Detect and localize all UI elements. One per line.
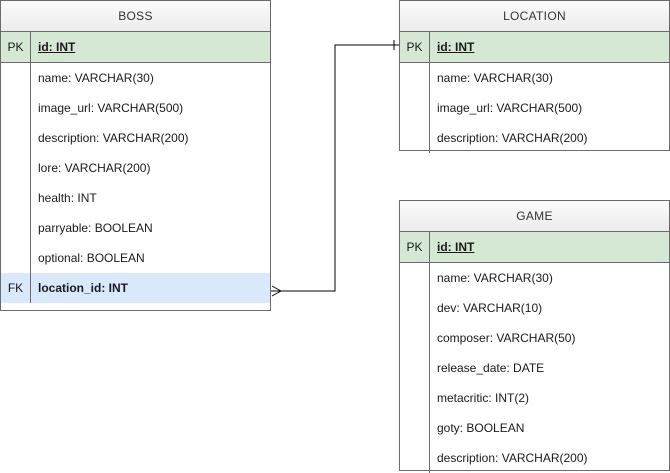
key-cell xyxy=(400,93,430,123)
entity-game[interactable]: GAME PK id: INT name: VARCHAR(30) dev: V… xyxy=(399,200,670,473)
key-cell xyxy=(1,93,31,123)
key-cell xyxy=(400,263,430,293)
attribute-row[interactable]: image_url: VARCHAR(500) xyxy=(1,93,270,123)
key-cell xyxy=(1,123,31,153)
attribute-label: name: VARCHAR(30) xyxy=(38,71,154,85)
fk-row-boss[interactable]: FK location_id: INT xyxy=(1,273,270,303)
fk-label: FK xyxy=(1,273,31,303)
pk-row-game[interactable]: PK id: INT xyxy=(400,232,669,263)
attribute-label: metacritic: INT(2) xyxy=(437,391,530,405)
attribute-label: description: VARCHAR(200) xyxy=(437,131,588,145)
entity-title-boss: BOSS xyxy=(1,1,270,32)
attribute-label: optional: BOOLEAN xyxy=(38,251,145,265)
attribute-row[interactable]: lore: VARCHAR(200) xyxy=(1,153,270,183)
key-cell xyxy=(400,323,430,353)
entity-location[interactable]: LOCATION PK id: INT name: VARCHAR(30) im… xyxy=(399,0,670,153)
attribute-row[interactable]: name: VARCHAR(30) xyxy=(1,63,270,93)
pk-label: PK xyxy=(1,32,31,62)
attribute-row[interactable]: dev: VARCHAR(10) xyxy=(400,293,669,323)
key-cell xyxy=(1,183,31,213)
attribute-row[interactable]: release_date: DATE xyxy=(400,353,669,383)
attribute-row[interactable]: optional: BOOLEAN xyxy=(1,243,270,273)
attribute-row[interactable]: parryable: BOOLEAN xyxy=(1,213,270,243)
key-cell xyxy=(400,383,430,413)
attribute-row[interactable]: composer: VARCHAR(50) xyxy=(400,323,669,353)
pk-row-boss[interactable]: PK id: INT xyxy=(1,32,270,63)
entity-boss[interactable]: BOSS PK id: INT name: VARCHAR(30) image_… xyxy=(0,0,271,311)
key-cell xyxy=(400,353,430,383)
crows-foot-many-icon xyxy=(271,285,282,297)
key-cell xyxy=(400,443,430,473)
attribute-row[interactable]: name: VARCHAR(30) xyxy=(400,63,669,93)
pk-attribute: id: INT xyxy=(437,240,475,254)
pk-row-location[interactable]: PK id: INT xyxy=(400,32,669,63)
key-cell xyxy=(1,243,31,273)
attribute-row[interactable]: metacritic: INT(2) xyxy=(400,383,669,413)
entity-title-game: GAME xyxy=(400,201,669,232)
attribute-row[interactable]: goty: BOOLEAN xyxy=(400,413,669,443)
attribute-label: goty: BOOLEAN xyxy=(437,421,525,435)
pk-label: PK xyxy=(400,232,430,262)
attribute-label: dev: VARCHAR(10) xyxy=(437,301,543,315)
connector-line[interactable] xyxy=(271,44,399,292)
attribute-label: name: VARCHAR(30) xyxy=(437,271,553,285)
key-cell xyxy=(1,63,31,93)
entity-title-location: LOCATION xyxy=(400,1,669,32)
attribute-row[interactable]: description: VARCHAR(200) xyxy=(400,123,669,153)
key-cell xyxy=(400,413,430,443)
attribute-label: description: VARCHAR(200) xyxy=(437,451,588,465)
key-cell xyxy=(400,123,430,153)
attribute-row[interactable]: name: VARCHAR(30) xyxy=(400,263,669,293)
pk-label: PK xyxy=(400,32,430,62)
attribute-label: parryable: BOOLEAN xyxy=(38,221,153,235)
attribute-label: health: INT xyxy=(38,191,97,205)
attribute-label: release_date: DATE xyxy=(437,361,545,375)
attribute-label: composer: VARCHAR(50) xyxy=(437,331,576,345)
attribute-row[interactable]: health: INT xyxy=(1,183,270,213)
pk-attribute: id: INT xyxy=(437,40,475,54)
attribute-row[interactable]: description: VARCHAR(200) xyxy=(1,123,270,153)
attribute-label: image_url: VARCHAR(500) xyxy=(437,101,583,115)
attribute-label: lore: VARCHAR(200) xyxy=(38,161,151,175)
key-cell xyxy=(400,293,430,323)
pk-attribute: id: INT xyxy=(38,40,76,54)
key-cell xyxy=(1,213,31,243)
attribute-label: description: VARCHAR(200) xyxy=(38,131,189,145)
attribute-label: image_url: VARCHAR(500) xyxy=(38,101,184,115)
key-cell xyxy=(400,63,430,93)
key-cell xyxy=(1,153,31,183)
fk-attribute: location_id: INT xyxy=(38,281,128,295)
attribute-row[interactable]: description: VARCHAR(200) xyxy=(400,443,669,473)
attribute-label: name: VARCHAR(30) xyxy=(437,71,553,85)
attribute-row[interactable]: image_url: VARCHAR(500) xyxy=(400,93,669,123)
